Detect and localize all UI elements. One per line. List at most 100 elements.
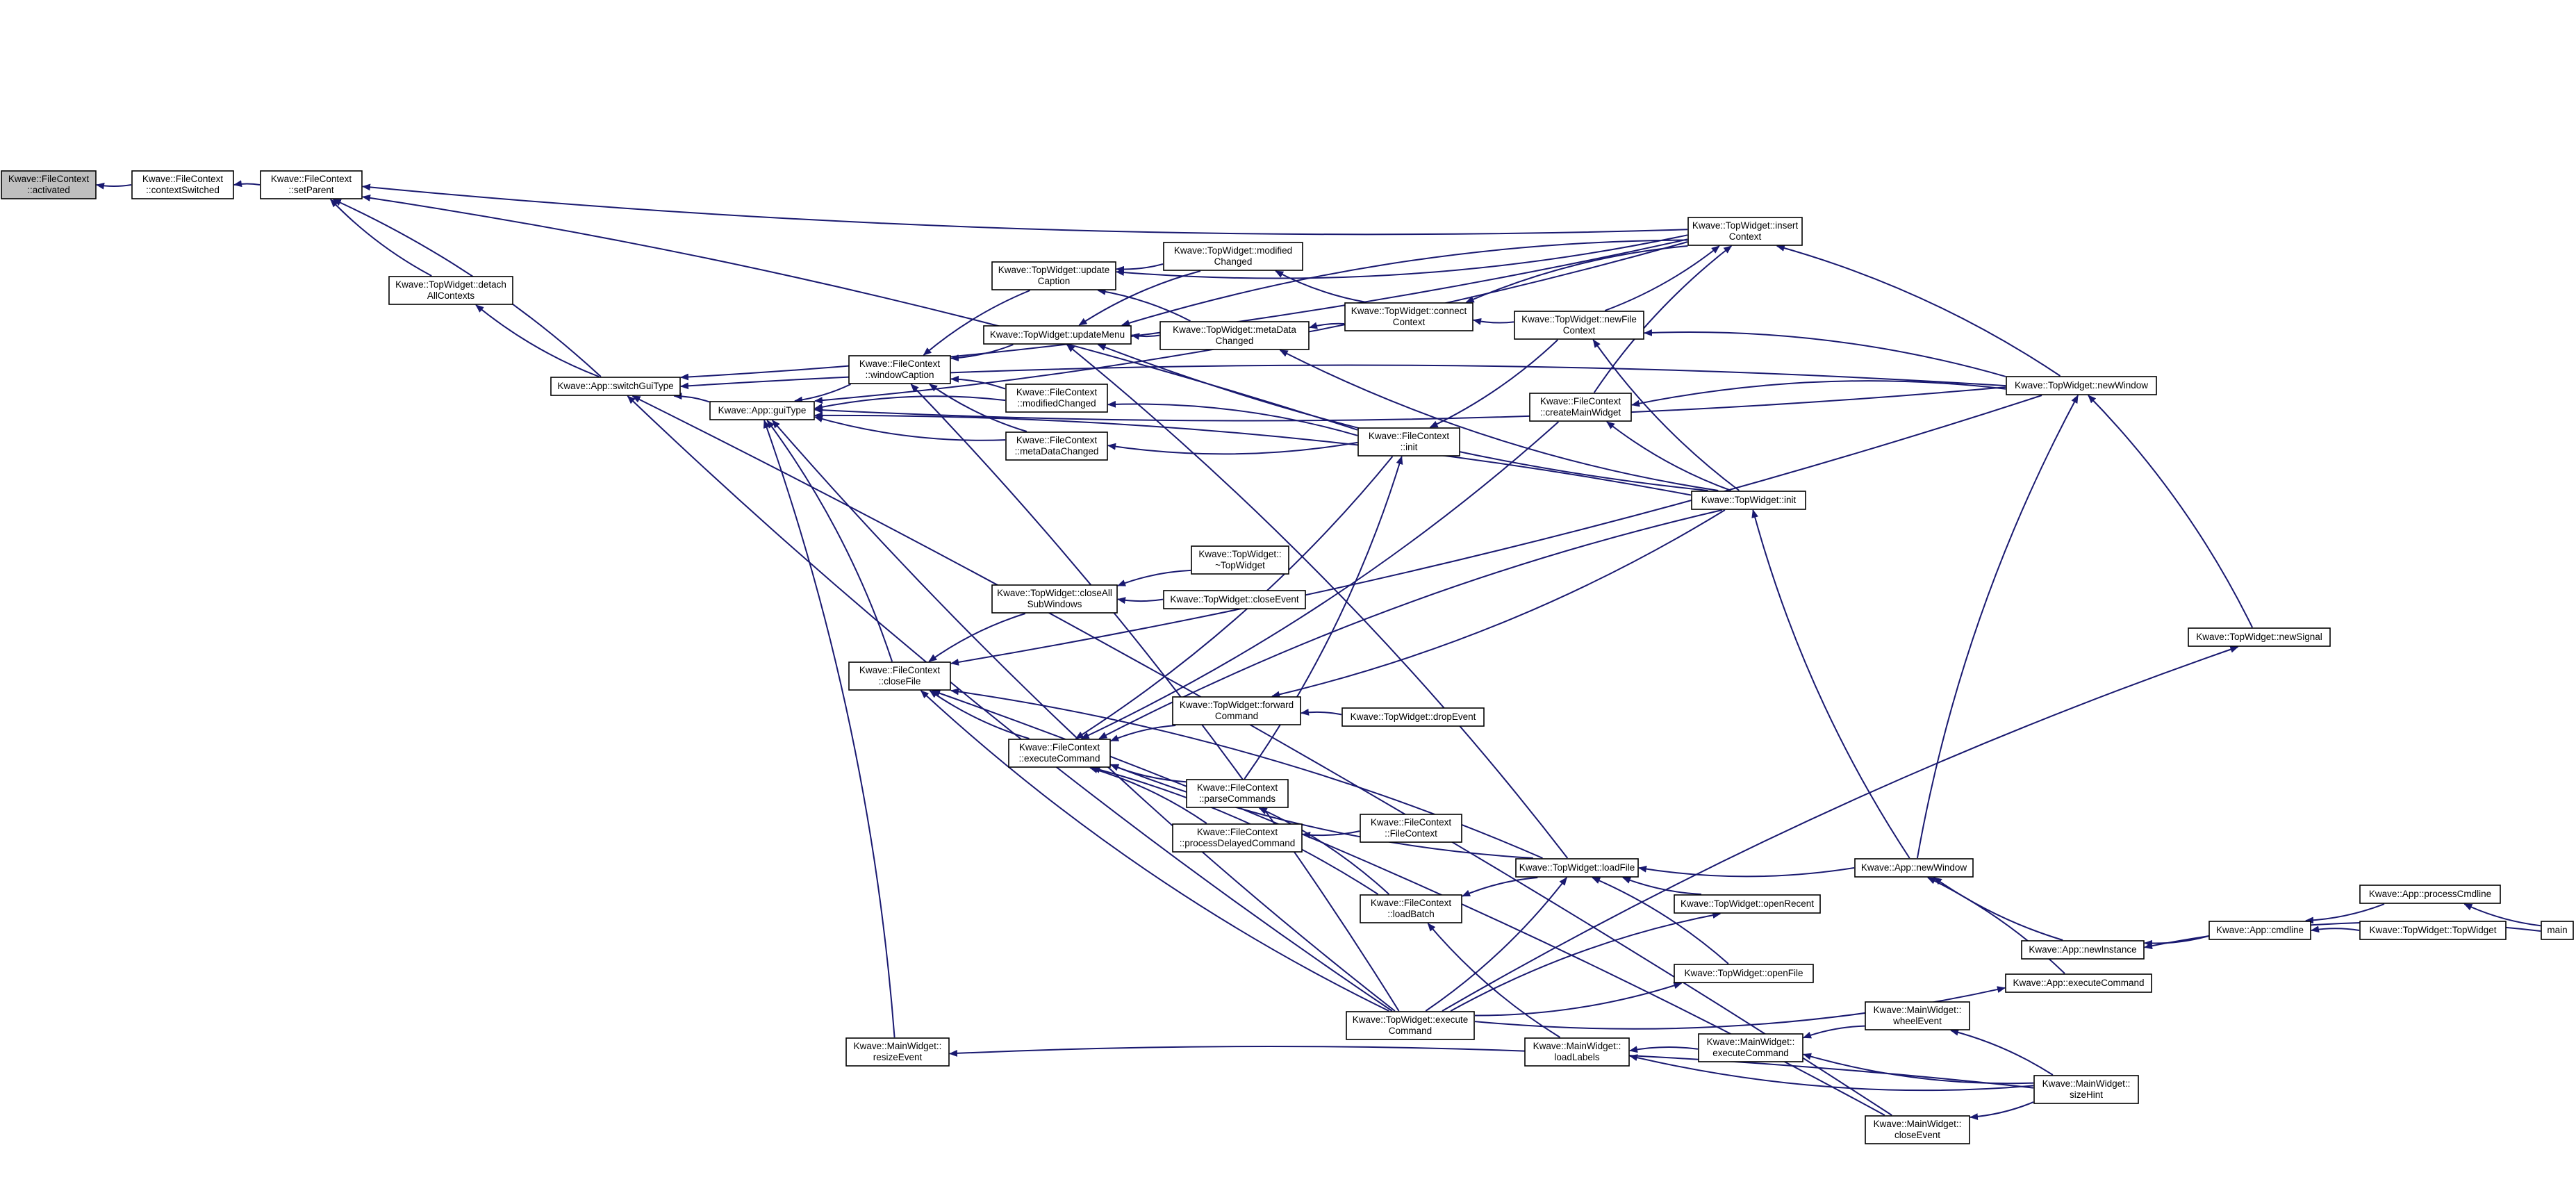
node-label-line: Kwave::FileContext xyxy=(1197,782,1278,793)
node-label-line: SubWindows xyxy=(1027,599,1082,609)
node-label-line: ::loadBatch xyxy=(1387,909,1435,919)
graph-node-tw-ctor[interactable]: Kwave::TopWidget::TopWidget xyxy=(2359,921,2507,940)
graph-node-app-cmdline[interactable]: Kwave::App::cmdline xyxy=(2208,921,2311,940)
node-label-line: Kwave::MainWidget:: xyxy=(1707,1037,1795,1047)
graph-node-fc-init[interactable]: Kwave::FileContext::init xyxy=(1357,427,1460,457)
call-edge-tw_detachAllContexts-to-fc_setParent xyxy=(330,199,432,277)
node-box xyxy=(1515,858,1639,878)
node-label-line: ::processDelayedCommand xyxy=(1180,838,1296,848)
call-edge-mw_loadLabels-to-fc_loadBatch xyxy=(1427,923,1561,1038)
node-box xyxy=(2541,921,2574,940)
node-box xyxy=(1524,1037,1630,1067)
graph-node-app-guiType[interactable]: Kwave::App::guiType xyxy=(709,401,815,420)
graph-node-mw-loadLabels[interactable]: Kwave::MainWidget::loadLabels xyxy=(1524,1037,1630,1067)
graph-node-mw-sizeHint[interactable]: Kwave::MainWidget::sizeHint xyxy=(2033,1075,2139,1104)
node-label-line: Kwave::TopWidget::openFile xyxy=(1684,968,1803,978)
graph-node-fc-activated[interactable]: Kwave::FileContext::activated xyxy=(1,170,97,199)
graph-node-mw-executeCommand[interactable]: Kwave::MainWidget::executeCommand xyxy=(1698,1033,1803,1062)
call-edge-tw_executeCommand-to-app_switchGuiType xyxy=(627,395,1393,1012)
graph-node-tw-updateMenu[interactable]: Kwave::TopWidget::updateMenu xyxy=(983,325,1132,345)
node-label-line: wheelEvent xyxy=(1892,1016,1942,1026)
node-label-line: ::contextSwitched xyxy=(146,185,220,195)
graph-node-fc-processDelayedCommand[interactable]: Kwave::FileContext::processDelayedComman… xyxy=(1172,823,1303,853)
graph-node-fc-createMainWidget[interactable]: Kwave::FileContext::createMainWidget xyxy=(1529,393,1632,422)
graph-node-fc-metaDataChanged[interactable]: Kwave::FileContext::metaDataChanged xyxy=(1005,431,1108,461)
graph-node-fc-executeCommand[interactable]: Kwave::FileContext::executeCommand xyxy=(1008,739,1111,768)
graph-node-app-switchGuiType[interactable]: Kwave::App::switchGuiType xyxy=(550,377,681,396)
graph-node-fc-parseCommands[interactable]: Kwave::FileContext::parseCommands xyxy=(1186,779,1289,808)
call-edge-fc_init-to-fc_metaDataChanged xyxy=(1107,441,1358,455)
graph-node-fc-ctor[interactable]: Kwave::FileContext::FileContext xyxy=(1360,814,1462,843)
call-edge-fc_createMainWidget-to-fc_executeCommand xyxy=(1080,421,1560,739)
graph-node-tw-modifiedChanged[interactable]: Kwave::TopWidget::modifiedChanged xyxy=(1163,242,1303,271)
graph-node-mw-wheelEvent[interactable]: Kwave::MainWidget::wheelEvent xyxy=(1865,1001,1970,1030)
node-box xyxy=(260,170,363,199)
node-label-line: ::windowCaption xyxy=(865,370,934,380)
node-box xyxy=(388,276,513,305)
call-edge-tw_loadFile-to-tw_updateMenu xyxy=(1066,344,1569,859)
graph-node-tw-init[interactable]: Kwave::TopWidget::init xyxy=(1691,491,1806,510)
graph-node-fc-closeFile[interactable]: Kwave::FileContext::closeFile xyxy=(848,661,951,691)
graph-node-tw-openRecent[interactable]: Kwave::TopWidget::openRecent xyxy=(1674,894,1821,914)
call-edge-tw_executeCommand-to-app_guiType xyxy=(772,420,1396,1012)
graph-node-fc-windowCaption[interactable]: Kwave::FileContext::windowCaption xyxy=(848,355,951,384)
call-edge-mw_sizeHint-to-mw_loadLabels xyxy=(1629,1054,2034,1092)
call-edge-tw_connectContext-to-tw_modifiedChanged xyxy=(1275,270,1367,303)
graph-node-mw-resizeEvent[interactable]: Kwave::MainWidget::resizeEvent xyxy=(845,1037,950,1067)
node-box xyxy=(1008,739,1111,768)
call-edge-tw_newFileContext-to-tw_connectContext xyxy=(1473,318,1514,325)
graph-node-tw-executeCommand[interactable]: Kwave::TopWidget::executeCommand xyxy=(1346,1011,1475,1040)
call-edge-app_newWindow-to-tw_newWindow xyxy=(1916,395,2079,859)
call-edge-mw_executeCommand-to-mw_loadLabels xyxy=(1629,1046,1699,1053)
graph-node-app-newWindow[interactable]: Kwave::App::newWindow xyxy=(1854,858,1974,878)
graph-node-app-newInstance[interactable]: Kwave::App::newInstance xyxy=(2021,940,2145,960)
node-box xyxy=(1163,242,1303,271)
call-edge-tw_loadFile-to-fc_loadBatch xyxy=(1462,877,1538,897)
node-box xyxy=(1005,384,1108,413)
call-edge-tw_executeCommand-to-tw_openRecent xyxy=(1450,912,1722,1012)
node-box xyxy=(1191,545,1289,575)
node-box xyxy=(550,377,681,396)
call-edge-app_newInstance-to-app_newWindow xyxy=(1933,877,2063,941)
graph-node-tw-metaDataChanged[interactable]: Kwave::TopWidget::metaDataChanged xyxy=(1159,321,1310,350)
node-label-line: Kwave::App::newInstance xyxy=(2029,944,2136,955)
graph-node-fc-loadBatch[interactable]: Kwave::FileContext::loadBatch xyxy=(1360,894,1462,923)
graph-node-main[interactable]: main xyxy=(2541,921,2574,940)
node-label-line: resizeEvent xyxy=(873,1052,923,1062)
node-label-line: Kwave::FileContext xyxy=(1371,817,1452,828)
node-label-line: closeEvent xyxy=(1894,1130,1940,1140)
call-edge-fc_loadBatch-to-fc_executeCommand xyxy=(1091,766,1379,895)
graph-node-tw-dropEvent[interactable]: Kwave::TopWidget::dropEvent xyxy=(1341,707,1485,727)
node-label-line: Kwave::TopWidget::newFile xyxy=(1521,314,1637,324)
graph-node-tw-dtor[interactable]: Kwave::TopWidget::~TopWidget xyxy=(1191,545,1289,575)
graph-node-tw-loadFile[interactable]: Kwave::TopWidget::loadFile xyxy=(1515,858,1639,878)
call-edge-app_switchGuiType-to-tw_detachAllContexts xyxy=(475,304,600,377)
graph-node-tw-newWindow[interactable]: Kwave::TopWidget::newWindow xyxy=(2006,376,2157,395)
call-edge-fc_contextSwitched-to-fc_activated xyxy=(96,182,132,190)
graph-node-tw-closeEvent[interactable]: Kwave::TopWidget::closeEvent xyxy=(1163,590,1306,609)
node-box xyxy=(848,661,951,691)
graph-node-tw-openFile[interactable]: Kwave::TopWidget::openFile xyxy=(1674,964,1814,983)
graph-node-tw-newSignal[interactable]: Kwave::TopWidget::newSignal xyxy=(2188,627,2331,647)
node-label-line: ::parseCommands xyxy=(1199,794,1276,804)
graph-node-fc-setParent[interactable]: Kwave::FileContext::setParent xyxy=(260,170,363,199)
graph-node-app-executeCommand[interactable]: Kwave::App::executeCommand xyxy=(2005,973,2152,993)
graph-node-app-processCmdline[interactable]: Kwave::App::processCmdline xyxy=(2359,885,2501,904)
node-label-line: ::init xyxy=(1401,442,1418,452)
call-edge-fc_metaDataChanged-to-app_guiType xyxy=(814,416,1006,441)
node-box xyxy=(991,261,1116,290)
edge-layer xyxy=(96,180,2541,1121)
graph-node-fc-modifiedChanged[interactable]: Kwave::FileContext::modifiedChanged xyxy=(1005,384,1108,413)
node-label-line: Kwave::TopWidget::closeAll xyxy=(997,588,1112,598)
node-box xyxy=(131,170,234,199)
graph-node-mw-closeEvent[interactable]: Kwave::MainWidget::closeEvent xyxy=(1865,1115,1970,1144)
graph-node-fc-contextSwitched[interactable]: Kwave::FileContext::contextSwitched xyxy=(131,170,234,199)
node-box xyxy=(1186,779,1289,808)
